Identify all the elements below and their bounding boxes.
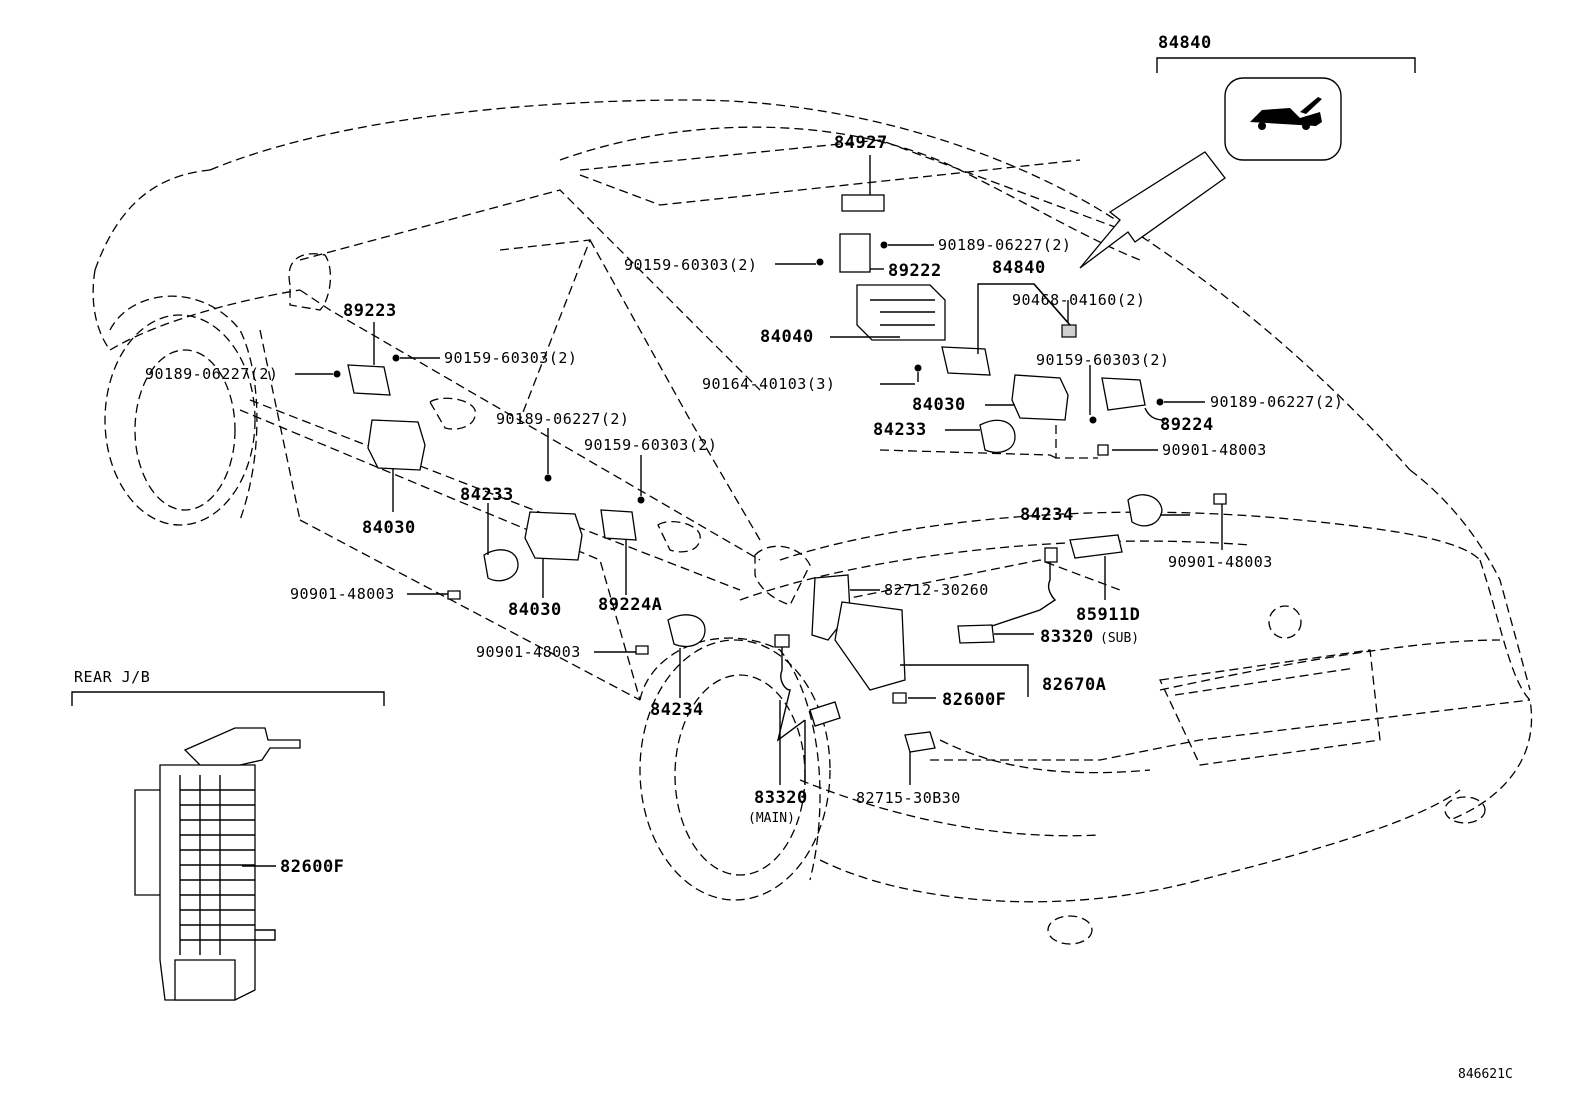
label-84234-right: 84234 (1020, 505, 1074, 525)
leader-lines (295, 244, 1223, 785)
label-90901-farright: 90901-48003 (1168, 553, 1273, 571)
rear-jb-title: REAR J/B (74, 668, 150, 686)
part-85911D-shape (1069, 534, 1123, 559)
part-89224A-shape (600, 509, 637, 541)
part-89224-shape (1101, 377, 1146, 411)
rear-jb-part-82600F: 82600F (280, 857, 344, 877)
part-84233-right-shape (979, 419, 1016, 453)
label-90189-top: 90189-06227(2) (938, 236, 1071, 254)
label-84030-right: 84030 (912, 395, 966, 415)
label-90159-top: 90159-60303(2) (624, 256, 757, 274)
part-labels: 84927 90189-06227(2) 90159-60303(2) 8922… (145, 133, 1343, 826)
part-82715-shape (904, 731, 936, 753)
label-89224A: 89224A (598, 595, 662, 615)
rear-jb-inset: REAR J/B 82600F (71, 668, 385, 1001)
label-84030-center: 84030 (508, 600, 562, 620)
header-group-84840: 84840 (1079, 33, 1416, 269)
label-82712: 82712-30260 (884, 581, 989, 599)
part-84234-left-shape (667, 614, 706, 648)
label-84234-left: 84234 (650, 700, 704, 720)
part-84927-shape (841, 194, 885, 212)
label-84840-mid: 84840 (992, 258, 1046, 278)
trunk-open-icon (1250, 97, 1322, 130)
label-90468: 90468-04160(2) (1012, 291, 1145, 309)
label-89224: 89224 (1160, 415, 1214, 435)
label-89222: 89222 (888, 261, 942, 281)
label-90159-mid: 90159-60303(2) (1036, 351, 1169, 369)
parts (333, 155, 1227, 753)
label-84040: 84040 (760, 327, 814, 347)
trunk-switch-icon-frame (1224, 77, 1342, 161)
label-82600F-mid: 82600F (942, 690, 1006, 710)
label-82670A: 82670A (1042, 675, 1106, 695)
part-84030-left-shape (367, 419, 426, 471)
label-90159-center: 90159-60303(2) (584, 436, 717, 454)
direction-arrow (1079, 151, 1226, 269)
part-82670A-shape (834, 601, 906, 691)
label-90901-right: 90901-48003 (1162, 441, 1267, 459)
label-84927: 84927 (834, 133, 888, 153)
label-84233-left: 84233 (460, 485, 514, 505)
label-82715: 82715-30B30 (856, 789, 961, 807)
part-84030-center-shape (524, 511, 583, 561)
label-83320-main-tag: (MAIN) (748, 811, 795, 826)
part-89222-shape (839, 233, 871, 273)
label-90164: 90164-40103(3) (702, 375, 835, 393)
car-body-outline (92, 99, 1533, 945)
label-90189-left: 90189-06227(2) (145, 365, 278, 383)
part-84030-right-shape (1011, 374, 1069, 421)
diagram-id: 846621C (1458, 1067, 1513, 1082)
label-84030-left: 84030 (362, 518, 416, 538)
label-90159-left: 90159-60303(2) (444, 349, 577, 367)
label-83320-sub-tag: (SUB) (1100, 631, 1139, 646)
label-90901-left: 90901-48003 (290, 585, 395, 603)
label-90901-center: 90901-48003 (476, 643, 581, 661)
label-85911D: 85911D (1076, 605, 1140, 625)
part-89223-shape (347, 364, 391, 396)
label-83320-main: 83320 (754, 788, 808, 808)
part-84840-shape (941, 346, 991, 376)
label-89223: 89223 (343, 301, 397, 321)
part-84233-left-shape (483, 549, 519, 582)
label-84233-right: 84233 (873, 420, 927, 440)
header-part-number: 84840 (1158, 33, 1212, 53)
label-90189-right: 90189-06227(2) (1210, 393, 1343, 411)
part-84234-right-shape (1127, 494, 1163, 527)
label-83320-sub: 83320 (1040, 627, 1094, 647)
label-90189-center: 90189-06227(2) (496, 410, 629, 428)
